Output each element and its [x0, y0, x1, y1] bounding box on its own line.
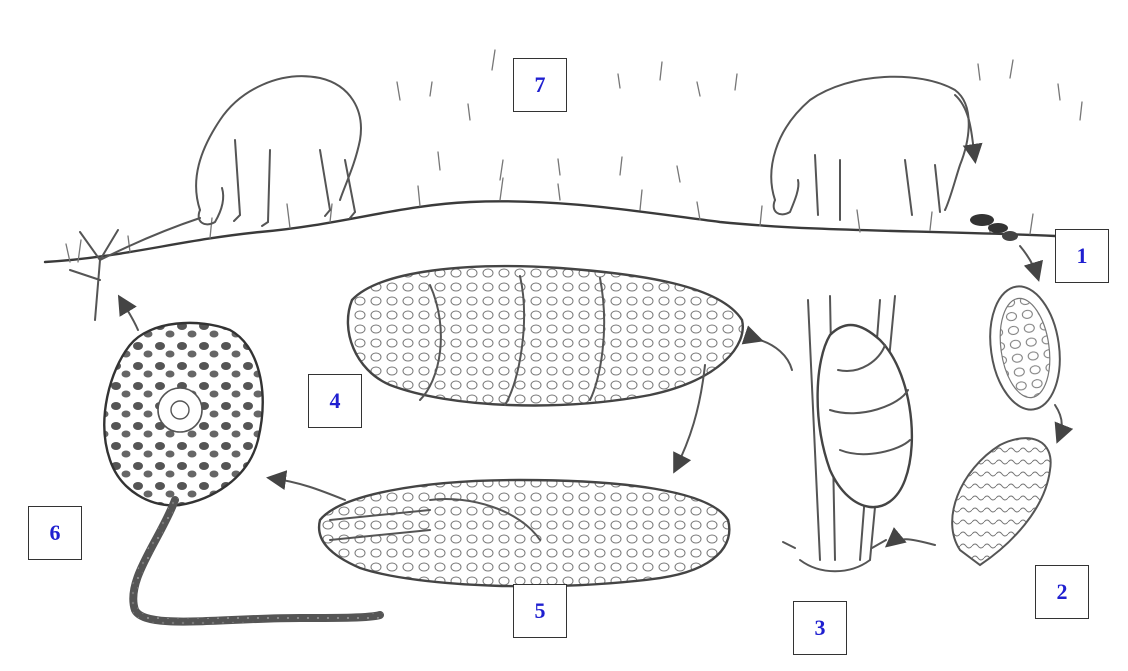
dung-pile [970, 214, 1018, 241]
snail-host [783, 296, 935, 571]
stage-label-3: 3 [793, 601, 847, 655]
stage-label-4: 4 [308, 374, 362, 428]
grazing-sheep-left [196, 76, 361, 226]
stage-label-7: 7 [513, 58, 567, 112]
miracidium-stage [952, 405, 1062, 565]
grazing-sheep-right [771, 77, 975, 220]
stage-label-6: 6 [28, 506, 82, 560]
redia-stage [348, 266, 792, 470]
cyst-with-tail-stage [104, 298, 380, 622]
stage-label-1: 1 [1055, 229, 1109, 283]
stage-label-5: 5 [513, 584, 567, 638]
cercaria-stage [270, 478, 729, 586]
stage-label-2: 2 [1035, 565, 1089, 619]
